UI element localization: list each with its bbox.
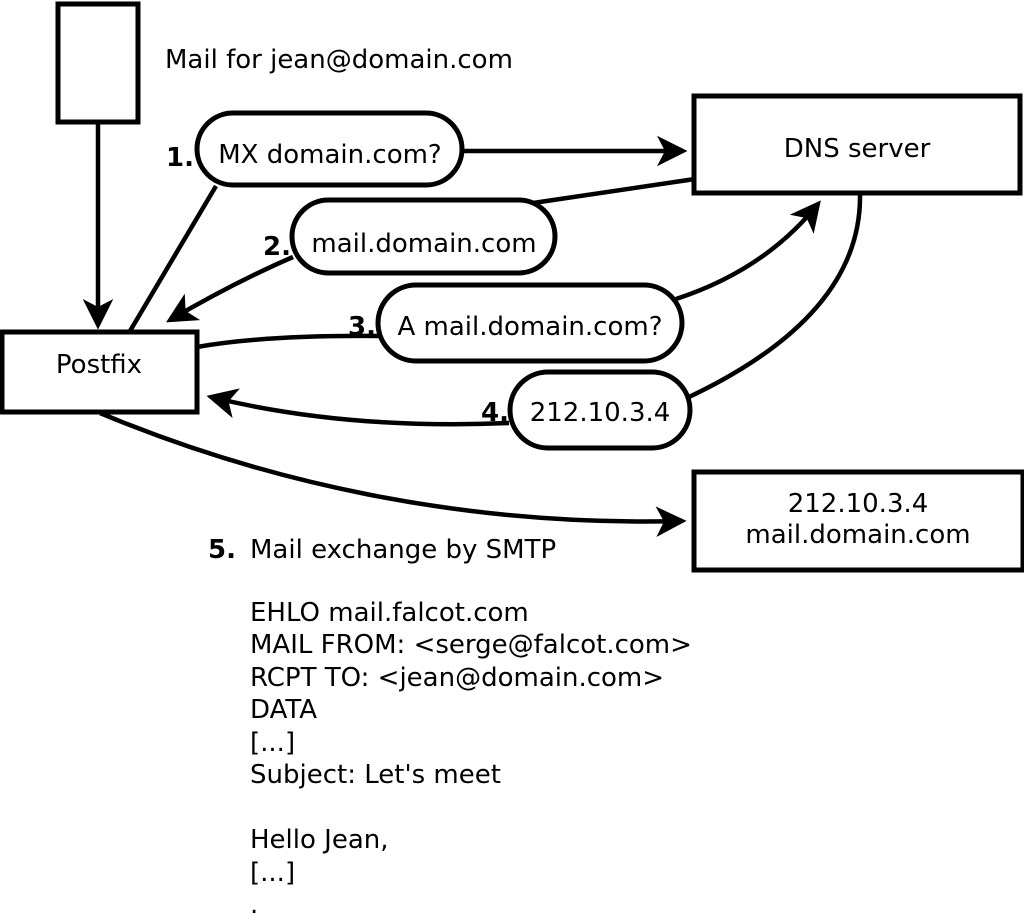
dns-server-box xyxy=(691,93,1023,196)
step5-label: Mail exchange by SMTP xyxy=(250,535,556,565)
line-postfix-to-query1 xyxy=(128,184,218,333)
response2-pill xyxy=(289,197,558,276)
arrow-response4-to-postfix xyxy=(206,388,510,427)
step5-number: 5. xyxy=(208,535,236,565)
step4-number: 4. xyxy=(481,398,509,428)
smtp-line: MAIL FROM: <serge@falcot.com> xyxy=(250,630,692,660)
smtp-line: [...] xyxy=(250,858,295,888)
response2-label: mail.domain.com xyxy=(311,229,536,259)
postfix-label: Postfix xyxy=(56,350,142,380)
query1-pill xyxy=(194,110,465,188)
step1-number: 1. xyxy=(166,143,194,173)
smtp-line: Hello Jean, xyxy=(250,825,389,855)
dns-server-label: DNS server xyxy=(784,134,931,164)
smtp-line: DATA xyxy=(250,695,317,725)
step2-number: 2. xyxy=(263,232,291,262)
step3-number: 3. xyxy=(348,312,376,342)
arrow-response2-to-postfix xyxy=(166,254,294,323)
smtp-line: Subject: Let's meet xyxy=(250,760,501,790)
smtp-line: EHLO mail.falcot.com xyxy=(250,598,529,628)
postfix-box xyxy=(0,329,200,415)
line-dns-to-response2 xyxy=(532,176,696,206)
response4-label: 212.10.3.4 xyxy=(530,398,671,428)
smtp-transcript: EHLO mail.falcot.com MAIL FROM: <serge@f… xyxy=(250,598,692,919)
destination-ip-label: 212.10.3.4 xyxy=(788,489,929,519)
query3-pill xyxy=(375,282,685,364)
response4-pill xyxy=(507,369,693,451)
mail-source-label: Mail for jean@domain.com xyxy=(165,45,513,75)
arrow-query3-to-dns xyxy=(675,200,821,302)
query3-label: A mail.domain.com? xyxy=(398,312,663,342)
smtp-line: . xyxy=(250,890,258,919)
destination-host-label: mail.domain.com xyxy=(745,520,970,550)
destination-server-box xyxy=(691,469,1024,573)
query1-label: MX domain.com? xyxy=(218,140,441,170)
line-dns-to-response4 xyxy=(688,193,863,400)
smtp-line: RCPT TO: <jean@domain.com> xyxy=(250,663,664,693)
arrow-smtp-to-destination xyxy=(99,410,687,537)
smtp-line: [...] xyxy=(250,728,295,758)
line-postfix-to-query3 xyxy=(196,333,380,350)
mail-envelope-box xyxy=(55,1,141,125)
